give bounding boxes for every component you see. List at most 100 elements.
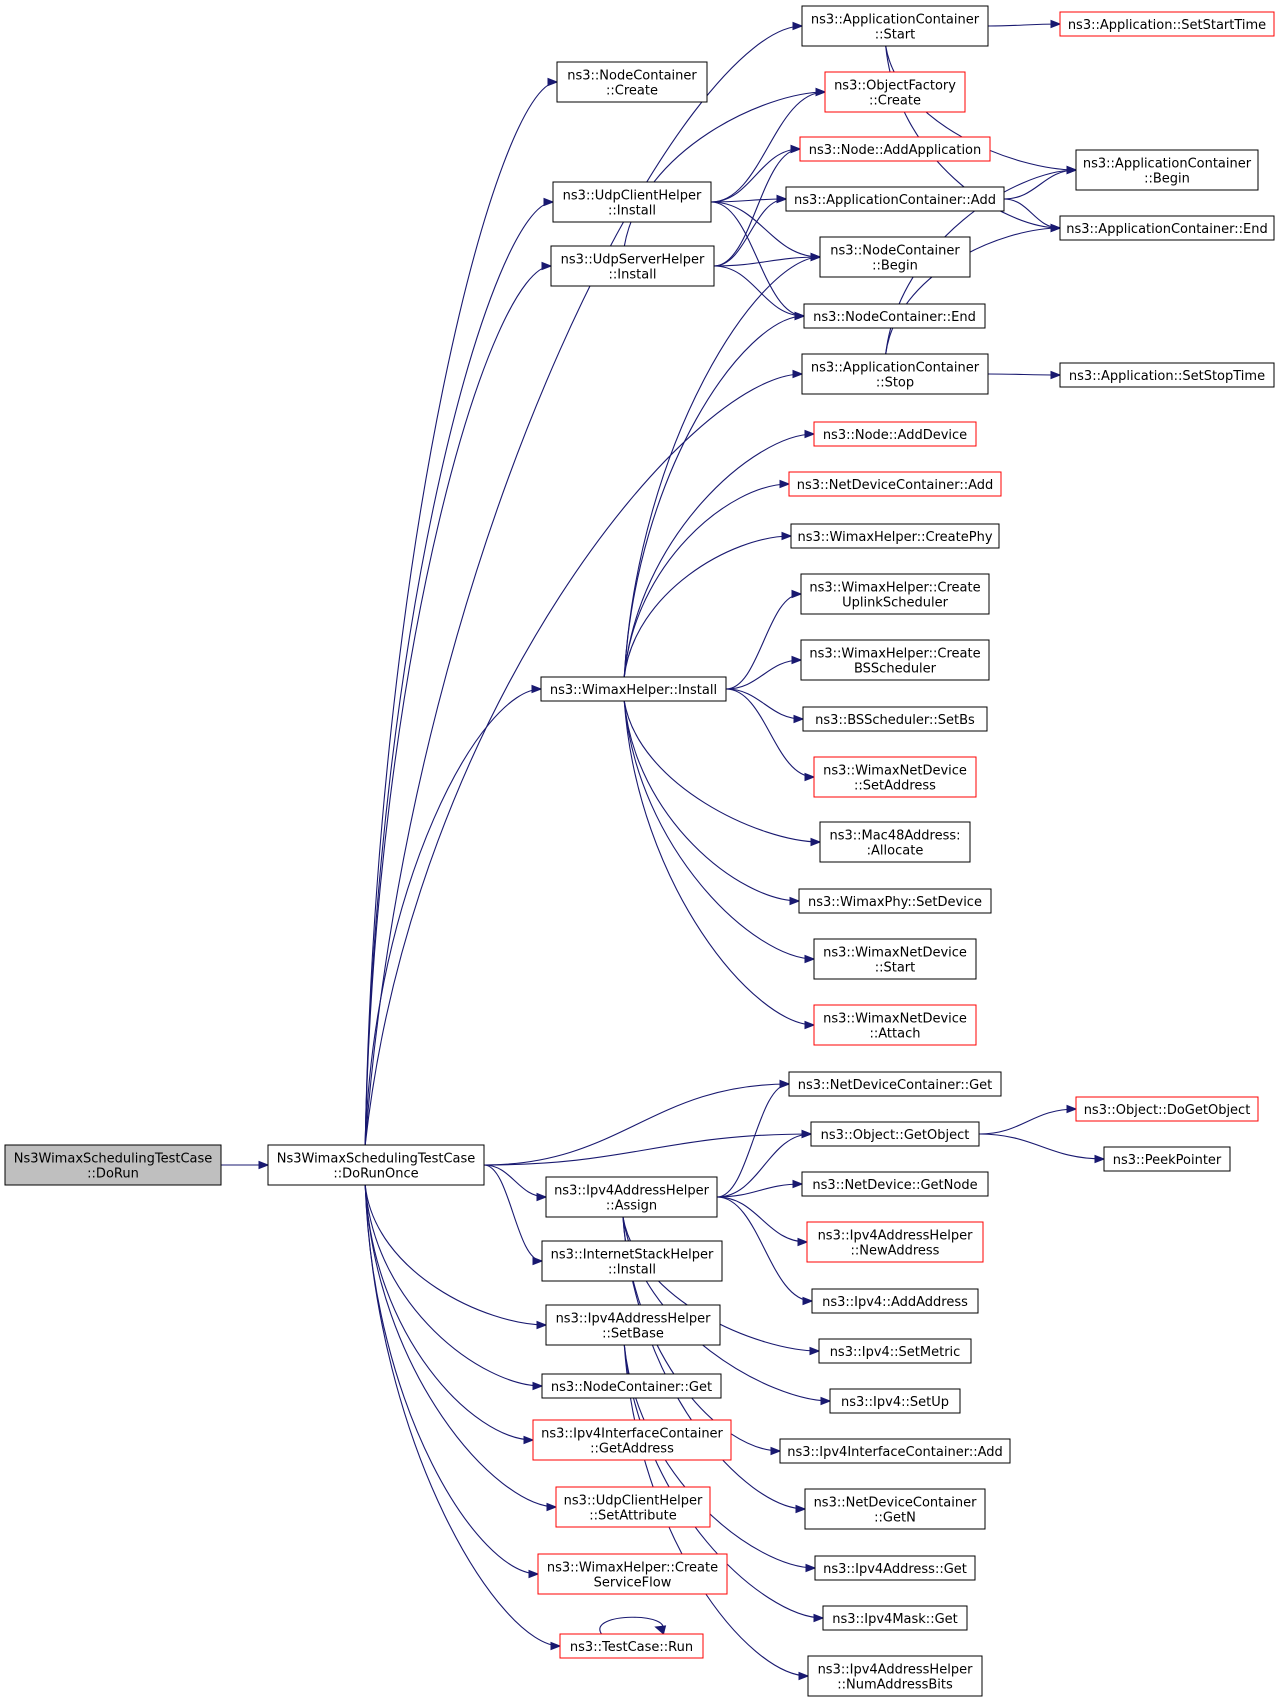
node-label: ns3::ObjectFactory [834, 79, 956, 94]
node-object-do-get-object[interactable]: ns3::Object::DoGetObject [1075, 1096, 1259, 1122]
node-node-add-device[interactable]: ns3::Node::AddDevice [813, 421, 977, 447]
node-node-container-begin[interactable]: ns3::NodeContainer::Begin [819, 236, 971, 278]
node-label: ::SetAttribute [589, 1509, 677, 1524]
node-label: ns3::NetDevice::GetNode [812, 1178, 977, 1193]
node-label: ::Install [609, 268, 657, 283]
node-label: ns3::Ipv4::SetUp [841, 1395, 949, 1410]
node-wimax-helper-install[interactable]: ns3::WimaxHelper::Install [540, 676, 727, 702]
node-node-add-application[interactable]: ns3::Node::AddApplication [799, 136, 991, 162]
node-label: ::Stop [876, 376, 914, 391]
call-edge-wimaxInstall-to-wndStart [623, 700, 816, 964]
node-label: ns3::TestCase::Run [570, 1640, 693, 1655]
node-label: ns3::ApplicationContainer [811, 13, 980, 28]
node-ipv4address-get[interactable]: ns3::Ipv4Address::Get [814, 1555, 976, 1581]
node-label: ::NumAddressBits [837, 1678, 953, 1693]
node-udp-server-helper-install[interactable]: ns3::UdpServerHelper::Install [550, 245, 715, 287]
call-edge-ipv4Assign-to-newAddress [716, 1196, 809, 1247]
node-ipv4address-helper-assign[interactable]: ns3::Ipv4AddressHelper::Assign [545, 1176, 718, 1218]
node-ipv4interface-container-add[interactable]: ns3::Ipv4InterfaceContainer::Add [779, 1438, 1011, 1464]
node-application-container-add[interactable]: ns3::ApplicationContainer::Add [785, 186, 1005, 212]
call-edge-doRunOnce-to-ndcGet [483, 1079, 791, 1166]
function-nodes: Ns3WimaxSchedulingTestCase::DoRunNs3Wima… [4, 5, 1275, 1697]
node-wimax-net-device-set-address[interactable]: ns3::WimaxNetDevice::SetAddress [813, 756, 977, 798]
call-edge-ipv4Assign-to-ndcGet [716, 1079, 791, 1198]
node-ipv4interface-container-get-address[interactable]: ns3::Ipv4InterfaceContainer::GetAddress [532, 1419, 732, 1461]
node-label: Ns3WimaxSchedulingTestCase [14, 1152, 213, 1167]
node-application-container-stop[interactable]: ns3::ApplicationContainer::Stop [801, 353, 989, 395]
node-label: ns3::Object::GetObject [821, 1128, 970, 1143]
node-label: ns3::Application::SetStopTime [1069, 369, 1265, 384]
node-net-device-container-add[interactable]: ns3::NetDeviceContainer::Add [788, 471, 1002, 497]
node-mac48address-allocate[interactable]: ns3::Mac48Address::Allocate [819, 821, 971, 863]
node-test-case-run[interactable]: ns3::TestCase::Run [559, 1633, 704, 1659]
call-edge-wimaxInstall-to-wndSetAddress [725, 688, 816, 782]
node-label: ns3::ApplicationContainer::End [1066, 222, 1267, 237]
node-object-factory-create[interactable]: ns3::ObjectFactory::Create [824, 71, 966, 113]
node-label: ns3::UdpClientHelper [564, 1494, 703, 1509]
node-label: Ns3WimaxSchedulingTestCase [277, 1152, 476, 1167]
node-label: ns3::WimaxNetDevice [823, 946, 967, 961]
node-node-container-end[interactable]: ns3::NodeContainer::End [803, 303, 986, 329]
node-ipv4-add-address[interactable]: ns3::Ipv4::AddAddress [811, 1288, 979, 1314]
node-label: ::Begin [1144, 172, 1190, 187]
node-application-set-start-time[interactable]: ns3::Application::SetStartTime [1059, 11, 1275, 37]
node-label: ::Create [869, 94, 921, 109]
node-net-device-container-get-n[interactable]: ns3::NetDeviceContainer::GetN [804, 1488, 986, 1530]
node-label: ::Start [875, 961, 916, 976]
node-label: ::DoRun [87, 1167, 139, 1182]
node-ipv4address-helper-set-base[interactable]: ns3::Ipv4AddressHelper::SetBase [545, 1304, 721, 1346]
call-edge-wimaxInstall-to-mac48Allocate [623, 700, 822, 847]
node-internet-stack-helper-install[interactable]: ns3::InternetStackHelper::Install [541, 1240, 723, 1282]
node-label: ns3::Ipv4::SetMetric [830, 1345, 961, 1360]
node-ipv4address-helper-new-address[interactable]: ns3::Ipv4AddressHelper::NewAddress [806, 1221, 984, 1263]
node-ns3wimax-scheduling-test-case-do-run-once[interactable]: Ns3WimaxSchedulingTestCase::DoRunOnce [267, 1144, 485, 1186]
node-wimax-phy-set-device[interactable]: ns3::WimaxPhy::SetDevice [798, 888, 992, 914]
node-wimax-helper-create-phy[interactable]: ns3::WimaxHelper::CreatePhy [790, 523, 1000, 549]
call-edge-doRunOnce-to-udpSetAttr [364, 1184, 558, 1512]
node-label: ns3::WimaxHelper::Install [550, 683, 717, 698]
node-ipv4address-helper-num-address-bits[interactable]: ns3::Ipv4AddressHelper::NumAddressBits [807, 1655, 983, 1697]
node-wimax-net-device-attach[interactable]: ns3::WimaxNetDevice::Attach [813, 1004, 977, 1046]
node-ns3wimax-scheduling-test-case-do-run[interactable]: Ns3WimaxSchedulingTestCase::DoRun [4, 1144, 222, 1186]
node-net-device-get-node[interactable]: ns3::NetDevice::GetNode [801, 1171, 989, 1197]
node-label: ns3::Ipv4Mask::Get [832, 1612, 958, 1627]
node-node-container-create[interactable]: ns3::NodeContainer::Create [556, 61, 708, 103]
node-label: ::Attach [870, 1027, 921, 1042]
node-application-container-begin[interactable]: ns3::ApplicationContainer::Begin [1075, 149, 1259, 191]
node-ipv4-set-metric[interactable]: ns3::Ipv4::SetMetric [818, 1338, 972, 1364]
node-object-get-object[interactable]: ns3::Object::GetObject [810, 1121, 980, 1147]
node-label: ns3::WimaxHelper::CreatePhy [797, 530, 992, 545]
node-label: ns3::Mac48Address: [829, 829, 960, 844]
node-node-container-get[interactable]: ns3::NodeContainer::Get [541, 1373, 722, 1399]
node-application-set-stop-time[interactable]: ns3::Application::SetStopTime [1059, 362, 1275, 388]
node-label: ns3::NetDeviceContainer [814, 1496, 978, 1511]
call-edge-testRun-to-testRun [599, 1616, 667, 1635]
node-udp-client-helper-set-attribute[interactable]: ns3::UdpClientHelper::SetAttribute [555, 1486, 711, 1528]
call-edge-udpServerInstall-to-appContAdd [713, 194, 788, 267]
node-ipv4-set-up[interactable]: ns3::Ipv4::SetUp [829, 1388, 961, 1414]
node-udp-client-helper-install[interactable]: ns3::UdpClientHelper::Install [552, 181, 712, 223]
node-application-container-start[interactable]: ns3::ApplicationContainer::Start [801, 5, 989, 47]
call-edge-doRunOnce-to-inetInstall [483, 1164, 544, 1266]
node-ipv4mask-get[interactable]: ns3::Ipv4Mask::Get [822, 1605, 968, 1631]
call-edge-objGetObject-to-doGetObject [978, 1104, 1078, 1135]
node-label: ::Begin [872, 259, 918, 274]
node-wimax-net-device-start[interactable]: ns3::WimaxNetDevice::Start [813, 938, 977, 980]
node-net-device-container-get[interactable]: ns3::NetDeviceContainer::Get [788, 1071, 1002, 1097]
node-application-container-end[interactable]: ns3::ApplicationContainer::End [1059, 215, 1275, 241]
call-edge-wimaxInstall-to-bsSetBs [725, 688, 805, 724]
node-label: ns3::NodeContainer [567, 69, 697, 84]
node-peek-pointer[interactable]: ns3::PeekPointer [1103, 1146, 1231, 1172]
node-label: ns3::Ipv4InterfaceContainer [541, 1427, 723, 1442]
node-bsscheduler-set-bs[interactable]: ns3::BSScheduler::SetBs [802, 706, 988, 732]
node-label: ns3::Application::SetStartTime [1068, 18, 1266, 33]
node-label: ns3::Ipv4AddressHelper [818, 1663, 974, 1678]
node-label: ns3::UdpServerHelper [561, 253, 705, 268]
call-edge-objGetObject-to-peekPointer [978, 1133, 1106, 1164]
node-label: ns3::Ipv4InterfaceContainer::Add [787, 1445, 1003, 1460]
node-label: ::GetAddress [590, 1442, 674, 1457]
node-label: ::GetN [874, 1511, 916, 1526]
